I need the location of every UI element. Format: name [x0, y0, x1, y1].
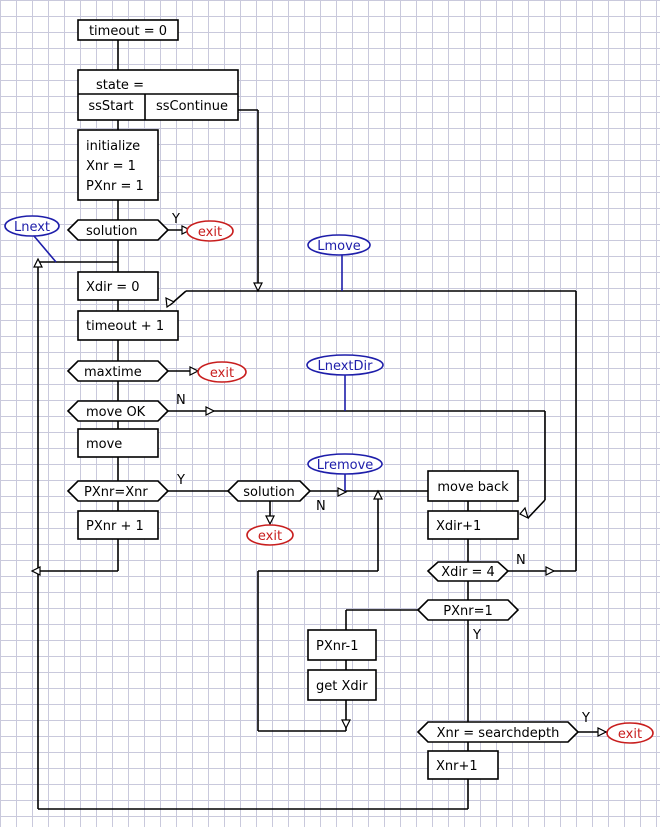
- move-back-box: [427, 470, 519, 502]
- move-ok-decision-text: move OK: [86, 405, 146, 420]
- branch-yes-label: Y: [171, 212, 180, 227]
- timeout-inc-box: [77, 310, 179, 341]
- move-box: [77, 428, 159, 458]
- solution-decision-text: solution: [86, 224, 137, 239]
- branch-no-label: N: [516, 553, 526, 568]
- initialize-box: [77, 129, 159, 201]
- xdir-inc-box: [427, 510, 519, 540]
- timeout-inc-text: timeout + 1: [86, 319, 164, 334]
- arrowhead: [545, 566, 556, 576]
- arrowhead: [337, 487, 348, 497]
- pxnr-eq-xnr-decision: [66, 480, 170, 502]
- exit-label: exit: [618, 727, 642, 742]
- lremove-oval: [307, 453, 383, 475]
- get-xdir-box: [307, 669, 377, 701]
- branch-no-label: N: [176, 393, 186, 408]
- pxnr-eq-xnr-decision-text: PXnr=Xnr: [84, 485, 148, 500]
- lmove-oval: [307, 234, 371, 256]
- pxnr-dec-text: PXnr-1: [316, 639, 358, 654]
- exit-label: exit: [198, 225, 222, 240]
- initialize-line: initialize: [86, 139, 140, 154]
- xdir-zero-text: Xdir = 0: [86, 280, 140, 295]
- lnext-label: Lnext: [14, 220, 50, 235]
- xdir-inc-text: Xdir+1: [436, 519, 481, 534]
- pxnr-inc-box: [77, 510, 159, 540]
- xdir-eq4-decision-text: Xdir = 4: [441, 565, 495, 580]
- exit-oval: [197, 361, 247, 383]
- exit-label: exit: [258, 529, 282, 544]
- xnr-inc-box: [427, 750, 499, 780]
- branch-no-label: N: [316, 499, 326, 514]
- lnext-oval: [4, 215, 60, 237]
- exit-terminals: exit exit exit exit: [186, 220, 654, 744]
- arrowhead: [341, 719, 351, 730]
- branch-yes-label: Y: [581, 711, 590, 726]
- decision-boxes: solution maxtime move OK PXnr=Xnr soluti…: [66, 219, 580, 743]
- exit-oval: [186, 220, 234, 242]
- ss-continue-text: ssContinue: [156, 99, 228, 114]
- pxnr-eq1-decision: [416, 599, 520, 621]
- xdir-eq4-decision: [426, 561, 510, 582]
- lremove-label: Lremove: [317, 458, 374, 473]
- state-text: state =: [96, 78, 144, 93]
- arrowhead: [519, 506, 529, 520]
- solution-decision: [66, 219, 170, 241]
- arrowhead: [30, 566, 41, 576]
- exit-label: exit: [210, 366, 234, 381]
- solution-check-decision-text: solution: [243, 485, 294, 500]
- lnextdir-oval: [306, 354, 384, 376]
- arrowheads: [30, 225, 608, 737]
- arrowhead: [181, 225, 192, 235]
- xnr-inc-text: Xnr+1: [436, 759, 478, 774]
- arrowhead: [253, 282, 263, 293]
- process-boxes: timeout = 0 state = ssStart ssContinue i…: [77, 19, 519, 780]
- move-ok-decision: [66, 400, 170, 422]
- branch-labels: Y N Y N N Y Y: [171, 212, 590, 726]
- ss-start-text: ssStart: [88, 99, 133, 114]
- arrowhead: [265, 515, 275, 526]
- xnr-eq-depth-decision-text: Xnr = searchdepth: [437, 726, 560, 741]
- branch-yes-label: Y: [176, 473, 185, 488]
- lnextdir-label: LnextDir: [317, 359, 373, 374]
- get-xdir-text: get Xdir: [316, 679, 368, 694]
- timeout-init-box: [77, 19, 179, 41]
- maxtime-decision-text: maxtime: [84, 365, 142, 380]
- arrowhead: [165, 296, 176, 309]
- lmove-label: Lmove: [317, 239, 361, 254]
- arrowhead: [205, 406, 216, 416]
- move-text: move: [86, 437, 122, 452]
- initialize-line: PXnr = 1: [86, 179, 144, 194]
- pxnr-dec-box: [307, 629, 377, 661]
- xdir-zero-box: [77, 271, 159, 301]
- initialize-line: Xnr = 1: [86, 159, 136, 174]
- arrowhead: [373, 489, 383, 500]
- xnr-eq-depth-decision: [416, 721, 580, 743]
- arrowhead: [33, 257, 43, 268]
- exit-oval: [246, 524, 294, 546]
- timeout-init-text: timeout = 0: [89, 24, 167, 39]
- arrowhead: [597, 727, 608, 737]
- jump-labels: Lnext Lmove LnextDir Lremove: [4, 215, 384, 491]
- branch-yes-label: Y: [472, 628, 481, 643]
- pxnr-inc-text: PXnr + 1: [86, 519, 144, 534]
- exit-oval: [606, 722, 654, 744]
- arrowhead: [189, 366, 200, 376]
- solution-check-decision: [226, 480, 312, 502]
- maxtime-decision: [66, 360, 170, 382]
- state-box: [77, 69, 239, 121]
- move-back-text: move back: [437, 480, 509, 495]
- pxnr-eq1-decision-text: PXnr=1: [443, 604, 493, 619]
